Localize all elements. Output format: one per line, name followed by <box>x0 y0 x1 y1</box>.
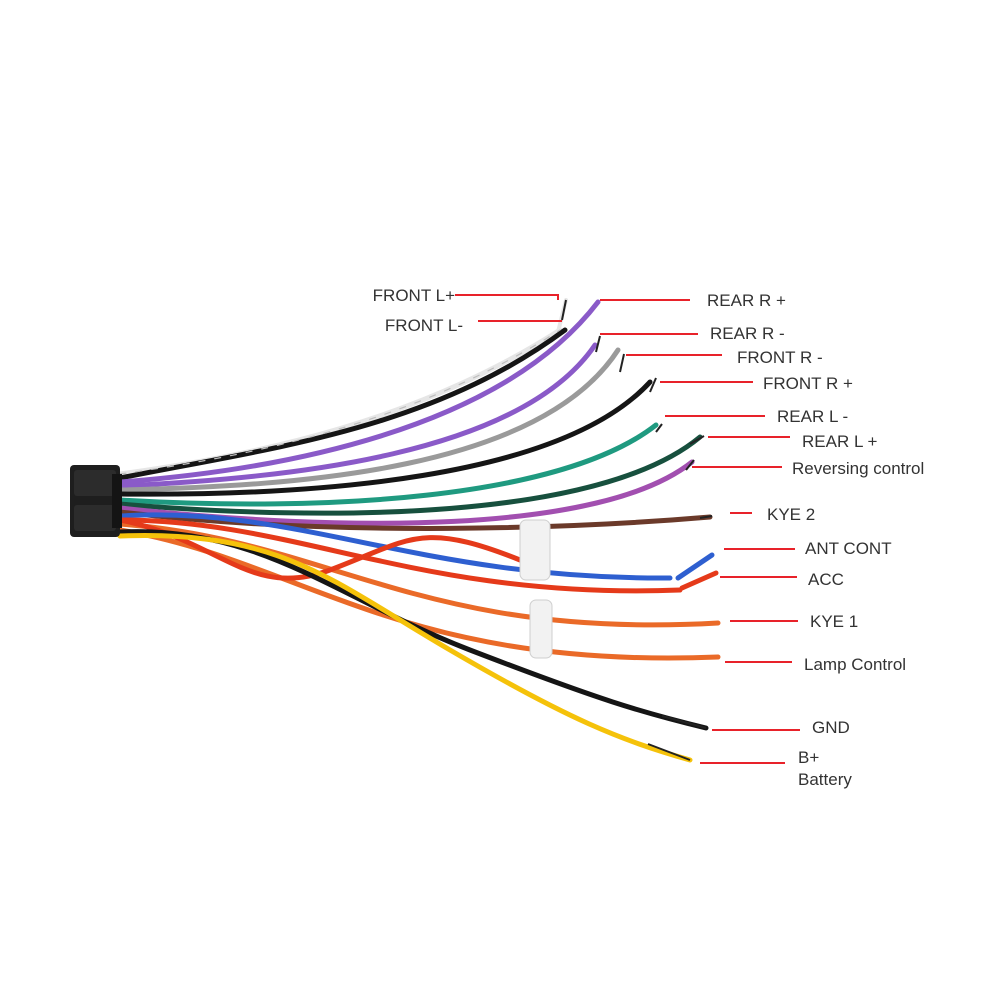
label-front-l-minus: FRONT L- <box>384 316 463 335</box>
label-gnd: GND <box>812 718 850 737</box>
leader-line-1 <box>455 294 559 300</box>
wire-end-4 <box>655 423 663 433</box>
wire-end-0 <box>561 299 567 321</box>
red-wire-loop <box>117 517 523 581</box>
black-wire-front-l-minus <box>117 327 568 481</box>
label-reversing-control: Reversing control <box>792 459 925 478</box>
wire-end-1 <box>595 335 601 353</box>
wire-end-2 <box>619 353 625 373</box>
leader-lines <box>455 294 800 764</box>
connector-plug <box>70 465 122 537</box>
label-rear-r-minus: REAR R - <box>710 324 785 343</box>
label-front-r-minus: FRONT R - <box>737 348 823 367</box>
label-ant-cont: ANT CONT <box>805 539 892 558</box>
black-wire-front-r-plus <box>117 379 653 497</box>
label-front-l-plus: FRONT L+ <box>372 286 455 305</box>
label-kye-2: KYE 2 <box>767 505 816 524</box>
green-wire-rear-l-minus <box>117 422 659 507</box>
wire-end-6 <box>685 459 695 471</box>
red-wire-acc-tip <box>679 570 719 591</box>
wire-end-3 <box>649 377 657 393</box>
blue-wire-ant-cont-tip <box>675 552 715 581</box>
white-wire-stripe <box>119 329 561 475</box>
blue-wire-ant-cont <box>117 512 673 581</box>
cable-tag-2 <box>529 599 553 659</box>
label-lamp-control: Lamp Control <box>804 655 907 674</box>
connector-lower-block <box>74 505 116 531</box>
label-rear-l-minus: REAR L - <box>777 407 849 426</box>
violet-wire-rear-r-plus <box>117 299 601 485</box>
wire-end-5 <box>689 435 705 445</box>
yellow-wire-b-plus <box>117 533 693 763</box>
label-b-plus: B+ <box>798 748 820 767</box>
label-acc: ACC <box>808 570 844 589</box>
wire-end-8 <box>661 715 707 729</box>
violet-wire-rear-r-minus <box>117 342 598 489</box>
connector-upper-block <box>74 470 116 496</box>
connector-latch <box>112 474 122 528</box>
gray-wire-front-r-minus <box>117 347 621 493</box>
label-kye-1: KYE 1 <box>810 612 859 631</box>
brown-wire-kye-2 <box>117 509 713 531</box>
label-rear-r-plus: REAR R + <box>707 291 786 310</box>
cable-tag-1 <box>519 519 551 581</box>
wire-bundle <box>117 298 721 763</box>
red-wire-acc <box>117 517 683 594</box>
white-wire <box>117 327 563 477</box>
label-front-r-plus: FRONT R + <box>763 374 853 393</box>
label-rear-l-plus: REAR L + <box>802 432 878 451</box>
dark-green-wire-rear-l-plus <box>117 434 703 516</box>
wire-end-7 <box>699 515 713 519</box>
wire-end-9 <box>647 743 691 761</box>
label-battery: Battery <box>798 770 852 789</box>
